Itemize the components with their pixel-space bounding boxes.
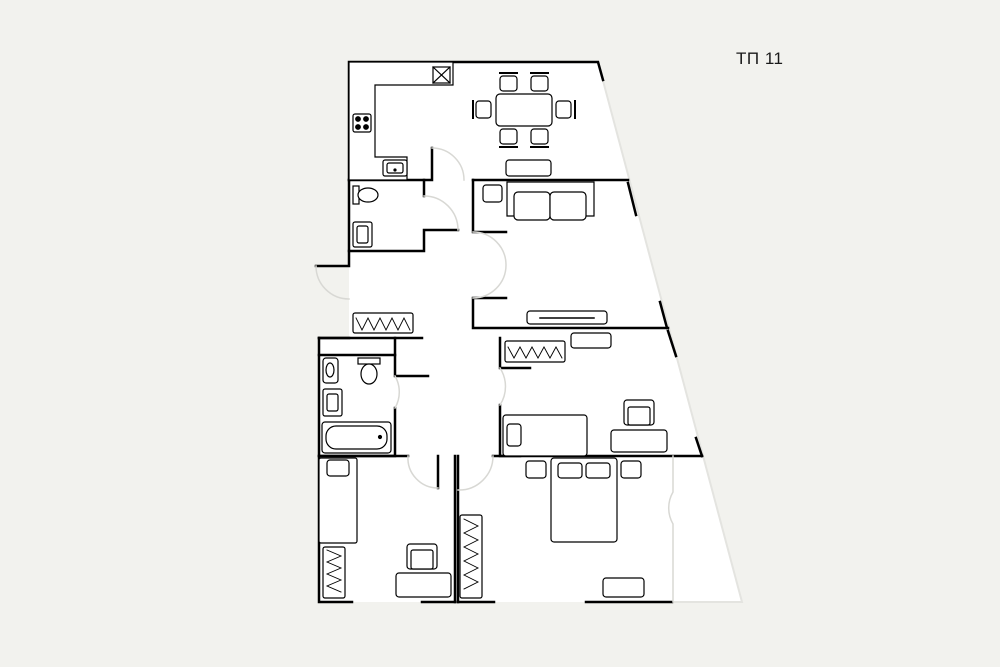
door-bath — [393, 374, 401, 410]
wall-wc-bottom — [347, 228, 460, 253]
dining-chair — [530, 72, 549, 92]
door-bedroom-left — [407, 455, 439, 489]
bath-toilet-icon — [360, 363, 378, 385]
stove-icon — [352, 113, 372, 133]
dining-chair — [499, 128, 518, 148]
wall-facade-2 — [658, 300, 669, 330]
kitchen-counter — [348, 61, 454, 181]
door-entrance — [315, 265, 350, 300]
wall-living-bottom — [471, 296, 670, 330]
door-living — [472, 231, 507, 299]
master-nightstand — [525, 460, 547, 479]
wall-facade-1 — [626, 181, 638, 217]
bedroom2-bed — [502, 414, 588, 457]
master-nightstand — [620, 460, 642, 479]
bedroom3-wardrobe — [322, 546, 346, 599]
toilet-icon — [357, 187, 379, 203]
dining-chair — [530, 128, 549, 148]
bedroom2-shelf — [570, 332, 612, 349]
sofa-cushion — [513, 191, 551, 221]
plan-title: ТП 11 — [736, 49, 784, 68]
wall-outer-left-upper — [314, 178, 351, 268]
pillow — [557, 462, 583, 479]
master-wardrobe — [459, 514, 483, 599]
door-bedroom-right — [457, 455, 494, 491]
door-swings — [315, 147, 674, 603]
bedroom2-desk — [610, 429, 668, 453]
door-master — [667, 455, 674, 603]
wall-facade-4 — [694, 436, 704, 458]
bedroom3-desk — [395, 572, 452, 598]
dining-chair — [555, 100, 576, 119]
sofa-cushion — [549, 191, 587, 221]
pillow — [585, 462, 611, 479]
bath-toilet-tank — [357, 357, 381, 365]
furniture — [318, 61, 668, 599]
living-armchair — [482, 184, 503, 203]
door-kitchen — [431, 147, 465, 181]
master-dresser — [602, 577, 645, 598]
door-wc — [423, 195, 459, 231]
dining-chair — [499, 72, 518, 92]
double-bed — [550, 457, 618, 543]
walls — [314, 60, 704, 604]
door-bedroom2 — [498, 366, 507, 407]
wall-outer-left-lower — [317, 336, 354, 604]
bench — [505, 159, 552, 177]
bedroom3-bed — [318, 457, 358, 544]
dining-table — [495, 93, 553, 127]
facade-window-edge — [596, 60, 744, 603]
wall-facade-3 — [666, 329, 678, 358]
dining-chair — [472, 100, 492, 119]
